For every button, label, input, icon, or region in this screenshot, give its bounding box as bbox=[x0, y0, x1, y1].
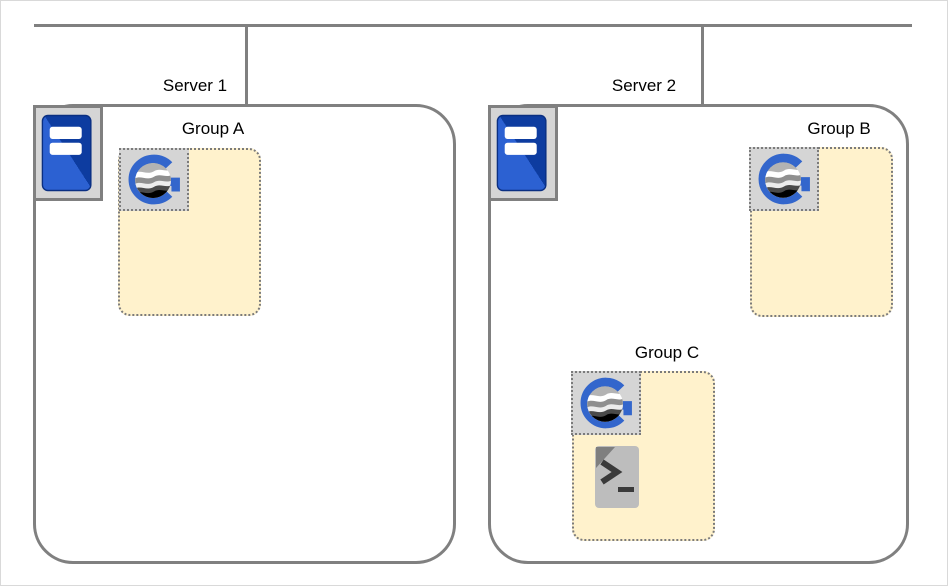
server1-server-icon bbox=[33, 105, 103, 201]
server2-server-icon bbox=[488, 105, 558, 201]
group-b-app-icon bbox=[749, 147, 819, 211]
group-b-label: Group B bbox=[807, 119, 871, 138]
server1-connector-line bbox=[245, 24, 248, 105]
server1-label: Server 1 bbox=[162, 76, 228, 95]
server2-label: Server 2 bbox=[611, 76, 677, 95]
network-bus-line bbox=[34, 24, 912, 27]
group-a-app-icon bbox=[119, 148, 189, 211]
server2-connector-line bbox=[701, 24, 704, 105]
group-a-label: Group A bbox=[181, 119, 245, 138]
group-c-script-icon bbox=[594, 445, 640, 509]
group-c-app-icon bbox=[571, 371, 641, 435]
group-c-label: Group C bbox=[634, 343, 700, 362]
